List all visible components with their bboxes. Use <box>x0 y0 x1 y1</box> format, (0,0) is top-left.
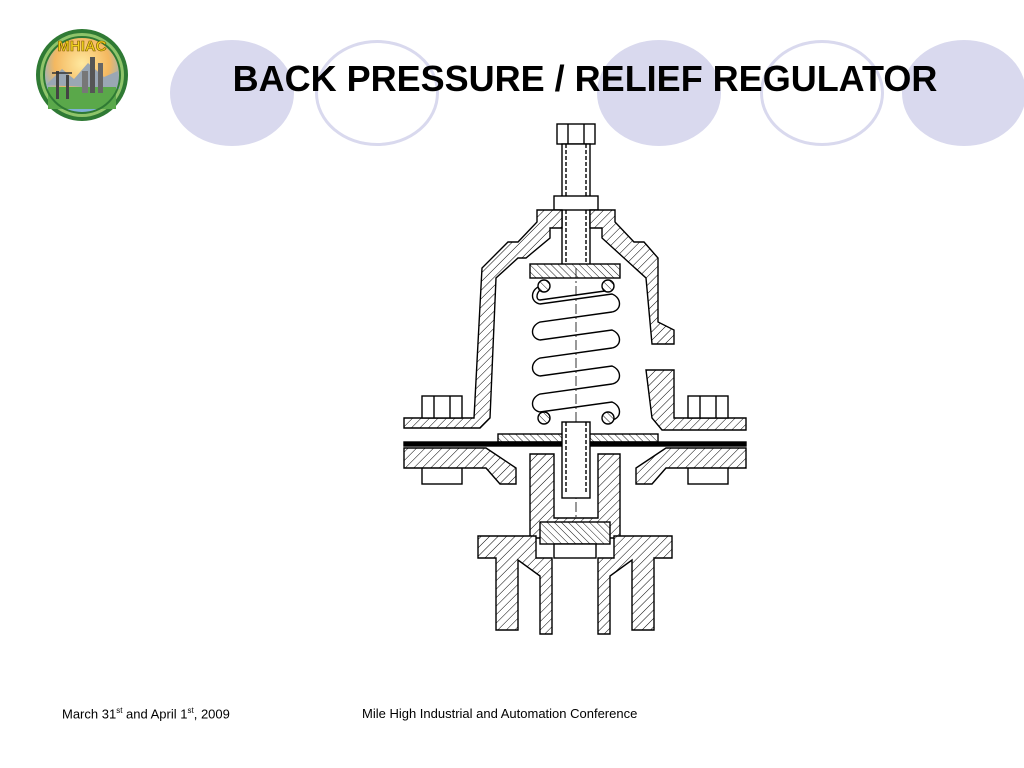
logo-text: MHIAC <box>57 38 106 55</box>
slide-title: BACK PRESSURE / RELIEF REGULATOR <box>232 58 938 99</box>
deco-circle-4 <box>760 40 884 146</box>
right-flange-bolt <box>687 395 729 485</box>
deco-circle-3 <box>597 40 721 146</box>
left-flange-bolt <box>421 395 463 485</box>
footer-date-part1: March 31 <box>62 706 117 722</box>
footer-date-part3: , 2009 <box>193 706 230 722</box>
deco-circle-5 <box>902 40 1024 146</box>
footer-conference: Mile High Industrial and Automation Conf… <box>362 706 638 721</box>
inlet-port-left <box>477 535 553 635</box>
bonnet-right <box>589 209 675 345</box>
outlet-port-right <box>597 535 673 635</box>
deco-circle-2 <box>315 40 439 146</box>
mhiac-logo: MHIAC <box>36 29 128 121</box>
bonnet-right-lower <box>645 369 747 431</box>
adjusting-screw-head <box>556 123 596 145</box>
footer-date: March 31st and April 1st, 2009 <box>62 706 230 721</box>
lock-nut <box>553 195 599 211</box>
footer-date-sup1: st <box>116 706 123 715</box>
bonnet-left <box>403 209 563 429</box>
body-right-flange <box>635 447 747 485</box>
body-left-flange <box>403 447 517 485</box>
valve-seat <box>539 521 611 545</box>
footer-date-sup2: st <box>187 706 194 715</box>
valve-plug <box>553 543 597 559</box>
regulator-cross-section-diagram <box>403 123 747 635</box>
footer-date-part2: and April 1 <box>122 706 188 722</box>
deco-circle-1 <box>170 40 294 146</box>
spring-button <box>529 263 621 279</box>
